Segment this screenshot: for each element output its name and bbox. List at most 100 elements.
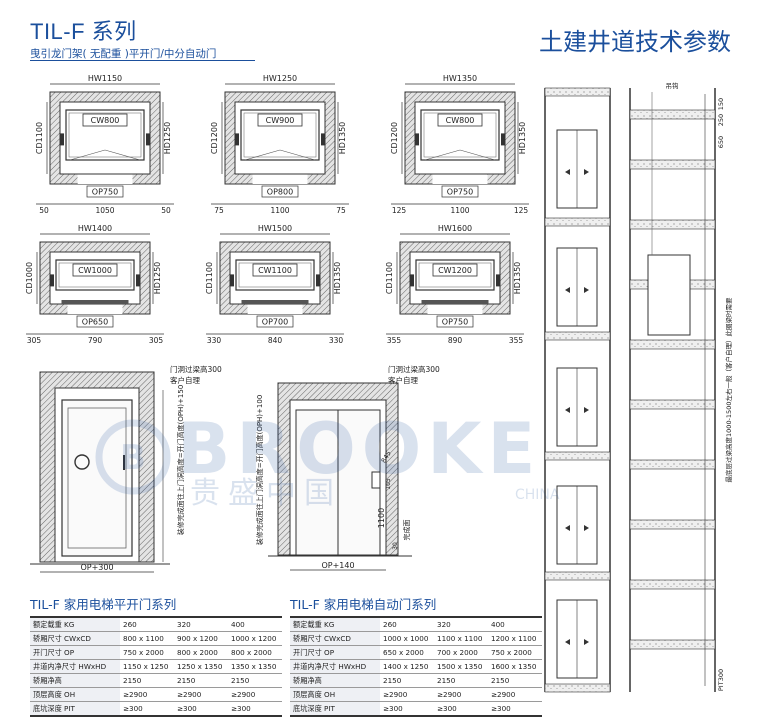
hd-label: HD1350	[518, 122, 527, 155]
shaft-section: 吊钩150250650最底层过梁高度1000-1500左右一般（客户自理）此圈梁…	[544, 81, 733, 693]
door-arrows	[565, 287, 589, 293]
hw-label: HW1500	[258, 224, 292, 233]
hook-label: 吊钩	[666, 81, 680, 90]
table-row: 顶层高度 OH≥2900≥2900≥2900	[30, 687, 282, 702]
table-cell: 260	[380, 616, 434, 632]
swing-door-leaf	[61, 399, 133, 557]
car-inner	[243, 112, 317, 158]
table-cell: 2150	[228, 673, 282, 688]
side-right-label: 75	[336, 206, 346, 215]
auto-door-panels	[61, 300, 129, 304]
cd-label: CD1100	[35, 122, 44, 154]
cd-label: CD1200	[390, 122, 399, 154]
mid-dim-label: 890	[448, 336, 463, 345]
auto-door-panels	[421, 300, 489, 304]
door-opening	[427, 304, 483, 314]
cd-label: CD1200	[210, 122, 219, 154]
section-slab	[629, 399, 716, 410]
door-swing-right	[279, 149, 316, 161]
table-cell: ≥2900	[228, 687, 282, 702]
car-inner	[68, 112, 142, 158]
side-left-label: 75	[214, 206, 224, 215]
table-cell: 1000 x 1200	[228, 631, 282, 646]
table-cell: ≥2900	[488, 687, 542, 702]
table-cell: 1350 x 1350	[228, 659, 282, 674]
door-swing-left	[244, 149, 281, 161]
table-cell: 2150	[174, 673, 228, 688]
cw-label-box	[82, 113, 128, 127]
watermark-en: CHINA	[515, 487, 560, 503]
cd-label: CD1100	[205, 262, 214, 294]
mid-dim-label: 1100	[270, 206, 289, 215]
dim-1100: 1100	[377, 508, 386, 528]
dim-250: 250	[717, 114, 725, 126]
watermark-cn: 贵盛中国	[190, 476, 342, 511]
side-left-label: 50	[39, 206, 49, 215]
rail-left	[50, 274, 54, 287]
auto-door-panels	[241, 300, 309, 304]
rail-left	[415, 133, 419, 146]
title-divider	[30, 60, 255, 61]
car-inner	[238, 262, 312, 288]
table-cell: 1500 x 1350	[434, 659, 488, 674]
mid-dim-label: 1100	[450, 206, 469, 215]
table-row: 底坑深度 PIT≥300≥300≥300	[290, 701, 542, 717]
cd-label: CD1100	[385, 262, 394, 294]
row-header-cell: 井道内净尺寸 HWxHD	[30, 659, 120, 674]
cw-label: CW1000	[78, 266, 112, 275]
door-opening	[67, 304, 123, 314]
op-label-box	[86, 185, 124, 198]
car-inner	[418, 262, 492, 288]
swing-door-panel	[67, 407, 127, 549]
cw-label: CW1200	[438, 266, 472, 275]
hd-label: HD1350	[338, 122, 347, 155]
rail-left	[235, 133, 239, 146]
table-cell: 800 x 1100	[120, 631, 174, 646]
side-left-label: 355	[387, 336, 402, 345]
svg-text:B: B	[120, 438, 146, 478]
mid-dim-label: 1050	[95, 206, 114, 215]
auto-vertical-note: 装修完成面往上门洞高度=开门高度(OPH)+100	[255, 395, 264, 546]
swing-vertical-note: 装修完成面往上门洞高度=开门高度(OPH)+150	[176, 385, 185, 536]
cw-label-box	[437, 113, 483, 127]
table-cell: 800 x 2000	[174, 645, 228, 660]
table-cell: 750 x 2000	[488, 645, 542, 660]
table-auto-title: TIL-F 家用电梯自动门系列	[290, 597, 437, 612]
door-opening	[432, 174, 488, 184]
side-right-label: 355	[509, 336, 524, 345]
table-cell: 1250 x 1350	[174, 659, 228, 674]
car-inner	[423, 112, 497, 158]
table-cell: 2150	[380, 673, 434, 688]
hw-label: HW1350	[443, 74, 477, 83]
op-label-box	[76, 315, 114, 328]
row-header-cell: 开门尺寸 OP	[290, 645, 380, 660]
auto-door-left	[295, 409, 339, 556]
floor-slab	[544, 87, 611, 97]
rail-right	[316, 274, 320, 287]
swing-op-dim: OP+300	[80, 563, 113, 572]
section-slab	[629, 519, 716, 530]
rail-right	[321, 133, 325, 146]
hd-label: HD1350	[333, 262, 342, 295]
door-swing-right	[104, 149, 141, 161]
brand-watermark: B BROOKE CHINA	[95, 408, 560, 503]
section-slab	[629, 639, 716, 650]
table-cell: ≥2900	[120, 687, 174, 702]
table-cell: 1200 x 1100	[488, 631, 542, 646]
side-left-label: 125	[392, 206, 407, 215]
door-arrows	[565, 525, 589, 531]
row-header-cell: 顶层高度 OH	[290, 687, 380, 702]
rail-right	[501, 133, 505, 146]
table-cell: 1400 x 1250	[380, 659, 434, 674]
row-header-cell: 轿厢尺寸 CWxCD	[30, 631, 120, 646]
table-cell: 1100 x 1100	[434, 631, 488, 646]
cw-label: CW1100	[258, 266, 292, 275]
